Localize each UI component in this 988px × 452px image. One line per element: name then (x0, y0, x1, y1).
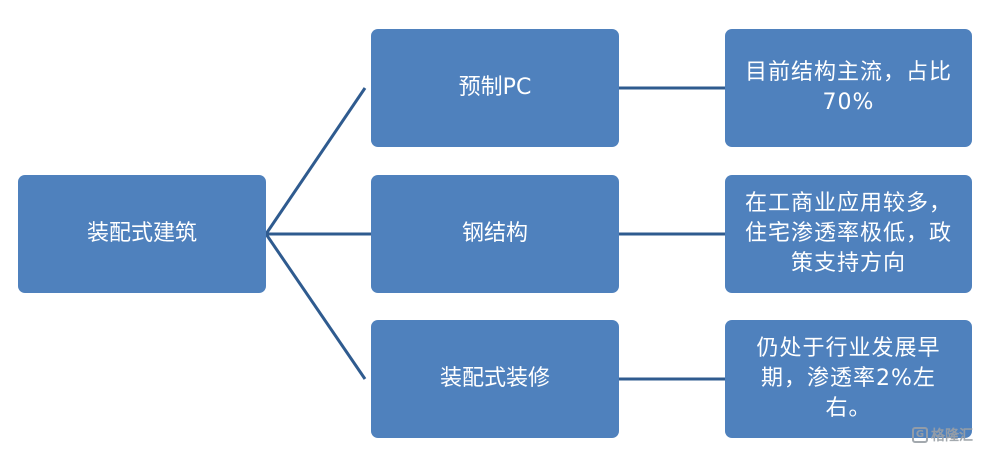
detail-node-prefab-decoration: 仍处于行业发展早 期，渗透率2%左 右。 (725, 320, 972, 438)
branch-node-steel-structure: 钢结构 (371, 175, 619, 293)
detail-line: 右。 (825, 396, 872, 421)
branch-label: 预制PC (458, 75, 532, 100)
detail-line: 目前结构主流，占比 (744, 60, 952, 85)
detail-line: 70% (822, 90, 875, 115)
detail-line: 住宅渗透率极低，政 (744, 221, 952, 246)
detail-line: 在工商业应用较多， (744, 191, 952, 216)
connector-root-to-mid-0 (264, 87, 367, 235)
detail-line: 策支持方向 (790, 251, 906, 276)
detail-node-prefab-pc: 目前结构主流，占比 70% (725, 29, 972, 147)
root-node: 装配式建筑 (18, 175, 266, 293)
detail-line: 期，渗透率2%左 (761, 366, 936, 391)
g-logo-icon: G (912, 427, 928, 443)
watermark: G 格隆汇 (912, 424, 973, 446)
detail-node-steel-structure: 在工商业应用较多， 住宅渗透率极低，政 策支持方向 (725, 175, 972, 293)
root-node-label: 装配式建筑 (86, 221, 197, 246)
branch-label: 钢结构 (461, 221, 528, 246)
branch-node-prefab-pc: 预制PC (371, 29, 619, 147)
detail-line: 仍处于行业发展早 (756, 336, 941, 361)
branch-label: 装配式装修 (439, 366, 550, 391)
branch-node-prefab-decoration: 装配式装修 (371, 320, 619, 438)
connector-root-to-mid-2 (264, 233, 367, 380)
watermark-text: 格隆汇 (931, 428, 973, 444)
